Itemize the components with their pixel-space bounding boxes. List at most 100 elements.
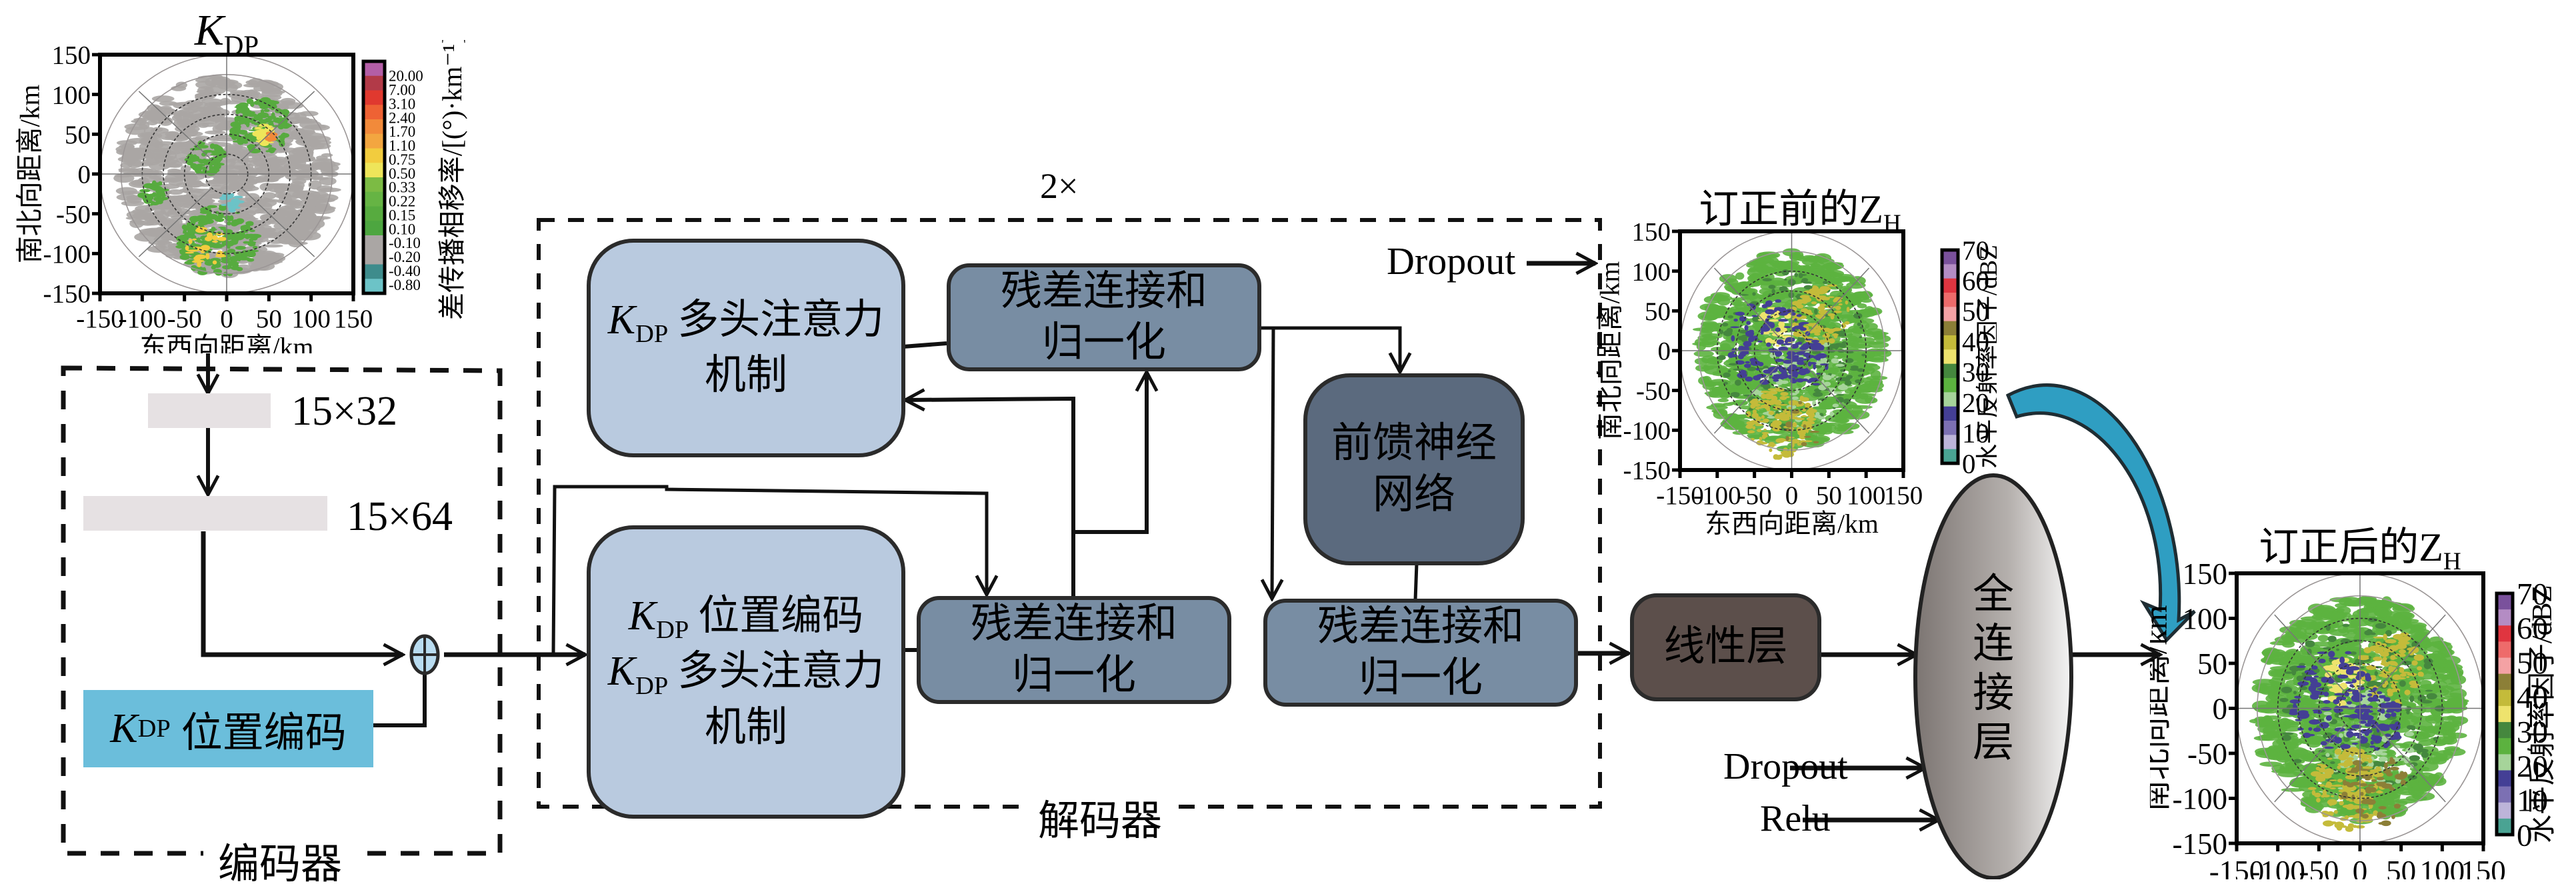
x-tick-label: -150 <box>2209 855 2265 879</box>
echo-cell <box>160 105 172 110</box>
echo-cell <box>195 92 216 99</box>
echo-cell <box>1832 403 1839 408</box>
echo-cell <box>247 113 253 116</box>
echo-cell <box>308 139 331 145</box>
echo-cell <box>283 121 287 128</box>
echo-cell <box>2379 695 2386 699</box>
echo-cell <box>1696 342 1706 351</box>
echo-cell <box>1761 434 1768 438</box>
echo-cell <box>1811 261 1825 269</box>
y-tick-label: 150 <box>2183 557 2228 591</box>
echo-cell <box>1817 330 1821 333</box>
echo-cell <box>229 258 233 261</box>
echo-cell <box>1802 415 1807 417</box>
echo-cell <box>1802 420 1807 427</box>
echo-cell <box>2312 709 2321 712</box>
echo-cell <box>2336 696 2347 701</box>
echo-cell <box>230 177 242 186</box>
echo-cell <box>1769 322 1775 329</box>
decoder-label: 解码器 <box>1023 787 1177 847</box>
azimuth-spoke <box>2374 723 2446 803</box>
echo-cell <box>309 177 329 181</box>
echo-cell <box>2343 765 2348 768</box>
echo-cell <box>1815 354 1821 361</box>
echo-cell <box>2376 777 2385 781</box>
echo-cell <box>1827 284 1837 287</box>
echo-cell <box>2347 666 2360 671</box>
echo-cell <box>1804 435 1811 438</box>
y-tick-label: -50 <box>1636 377 1671 405</box>
echo-cell <box>231 237 237 239</box>
echo-cell <box>1727 352 1735 358</box>
x-tick-label: -50 <box>1737 481 1772 510</box>
echo-cell <box>1733 300 1745 307</box>
echo-cell <box>2317 773 2327 778</box>
echo-cell <box>1817 314 1825 319</box>
echo-cell <box>1822 372 1827 376</box>
echo-cell <box>237 256 250 261</box>
echo-cell <box>1761 390 1770 393</box>
echo-cell <box>1723 381 1728 385</box>
echo-cell <box>1774 414 1783 419</box>
echo-cell <box>2296 675 2304 681</box>
echo-cell <box>1833 310 1842 313</box>
echo-cell <box>1811 344 1821 349</box>
echo-cell <box>225 147 247 155</box>
echo-cell <box>263 109 270 113</box>
echo-cell <box>2447 715 2457 720</box>
encoder-label: 编码器 <box>203 830 357 890</box>
echo-cell <box>154 194 161 197</box>
echo-cell <box>1774 307 1778 311</box>
x-tick-label: -50 <box>167 305 202 333</box>
echo-cell <box>2366 799 2376 805</box>
fc-char: 层 <box>1972 720 2014 765</box>
echo-cell <box>239 167 263 174</box>
echo-cell <box>1772 420 1782 427</box>
echo-cell <box>1744 325 1749 331</box>
echo-cell <box>234 231 245 237</box>
echo-cell <box>2334 748 2342 755</box>
colorbar-tick-label: 40 <box>1962 326 1989 357</box>
decoder-frame <box>537 218 1602 809</box>
x-tick-label: 150 <box>2461 855 2506 879</box>
echo-cell <box>1757 340 1763 343</box>
y-tick-label: 50 <box>65 121 91 149</box>
echo-cell <box>2423 662 2432 669</box>
residual-line2: 归一化 <box>1358 655 1483 701</box>
echo-cell <box>296 175 315 181</box>
residual-line2: 归一化 <box>1011 653 1136 698</box>
echo-cell <box>2375 623 2387 629</box>
echo-cell <box>1801 378 1809 382</box>
colorbar-label: 水平反射率因子/dBZ <box>1975 245 1997 468</box>
echo-cell <box>1867 341 1889 349</box>
echo-cell <box>1768 285 1776 289</box>
attention-line2: 机制 <box>704 353 787 398</box>
echo-cell <box>2393 633 2403 640</box>
echo-cell <box>169 142 194 152</box>
echo-cell <box>2313 608 2330 618</box>
echo-cell <box>1700 321 1718 327</box>
echo-cell <box>319 164 339 172</box>
pos-encoding-text: 位置编码 <box>181 711 347 756</box>
echo-cell <box>201 98 223 105</box>
echo-cell <box>2423 779 2438 787</box>
echo-cell <box>1823 297 1830 301</box>
colorbar-tick-label: 10 <box>1962 418 1989 449</box>
echo-cell <box>1860 298 1873 303</box>
echo-cell <box>1761 352 1769 355</box>
echo-cell <box>1827 313 1835 317</box>
echo-cell <box>271 106 275 111</box>
echo-cell <box>1735 360 1745 365</box>
echo-cell <box>2404 689 2411 695</box>
y-tick-label: 150 <box>52 41 91 70</box>
y-tick-label: 150 <box>1632 220 1671 247</box>
echo-cell <box>2377 704 2387 707</box>
echo-cell <box>1829 387 1837 391</box>
echo-cell <box>1747 430 1755 434</box>
echo-cell <box>259 214 273 221</box>
echo-cell <box>1857 303 1867 309</box>
echo-cell <box>2400 779 2407 786</box>
echo-cell <box>1778 346 1789 351</box>
echo-cell <box>1769 339 1778 344</box>
